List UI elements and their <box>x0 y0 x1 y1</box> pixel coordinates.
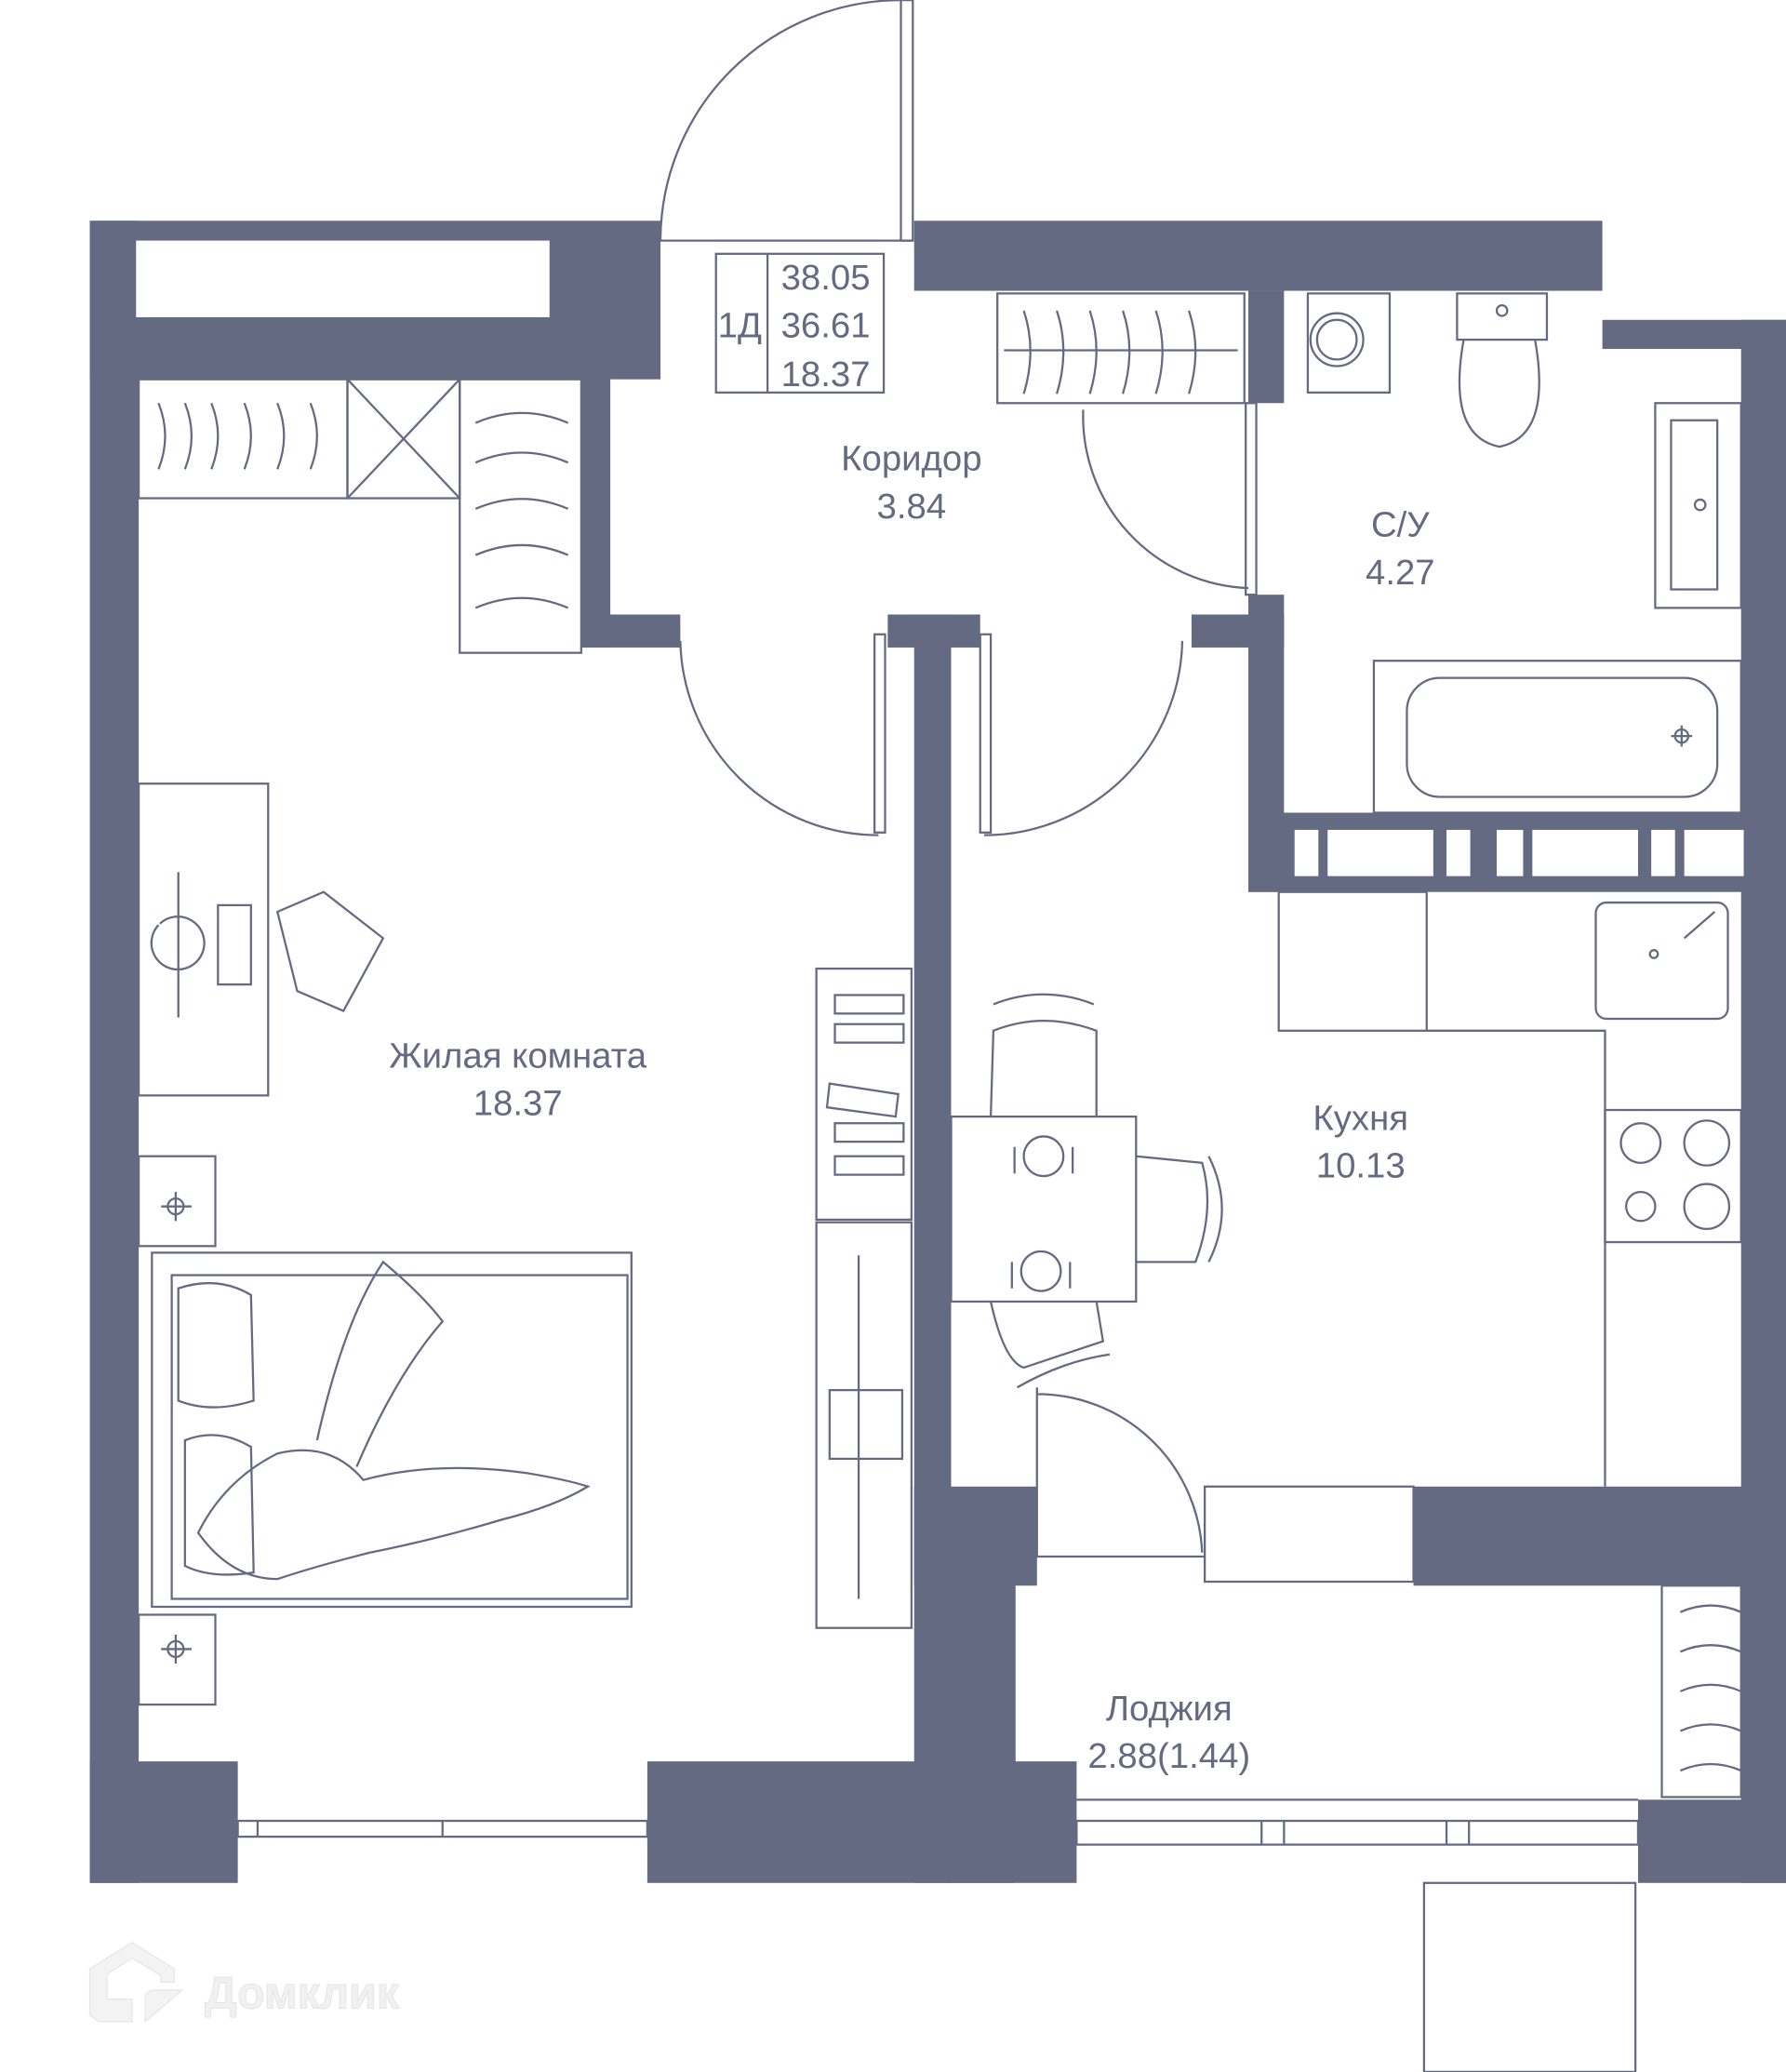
doors <box>659 0 1415 1584</box>
walls <box>89 221 1786 1883</box>
furniture <box>137 292 1742 1801</box>
watermark-text: Домклик <box>205 1969 400 2019</box>
room-name-living-room: Жилая комната <box>389 1036 647 1076</box>
room-area-corridor: 3.84 <box>877 487 947 527</box>
room-name-corridor: Коридор <box>841 439 981 479</box>
living-area: 18.37 <box>781 354 871 394</box>
windows <box>136 240 1744 2072</box>
room-name-loggia: Лоджия <box>1106 1689 1233 1729</box>
apartment-info-table: 1Д 38.05 36.61 18.37 <box>714 252 886 394</box>
total-area: 38.05 <box>781 258 871 298</box>
domclick-watermark-logo: Домклик <box>88 1941 400 2024</box>
apartment-type-code: 1Д <box>718 305 762 345</box>
area-without-balcony: 36.61 <box>781 305 871 345</box>
room-area-loggia: 2.88(1.44) <box>1087 1736 1250 1776</box>
room-area-living-room: 18.37 <box>473 1084 563 1124</box>
room-area-kitchen: 10.13 <box>1316 1145 1406 1185</box>
room-name-kitchen: Кухня <box>1313 1098 1408 1138</box>
room-name-bathroom: С/У <box>1371 505 1430 545</box>
room-area-bathroom: 4.27 <box>1366 553 1435 593</box>
